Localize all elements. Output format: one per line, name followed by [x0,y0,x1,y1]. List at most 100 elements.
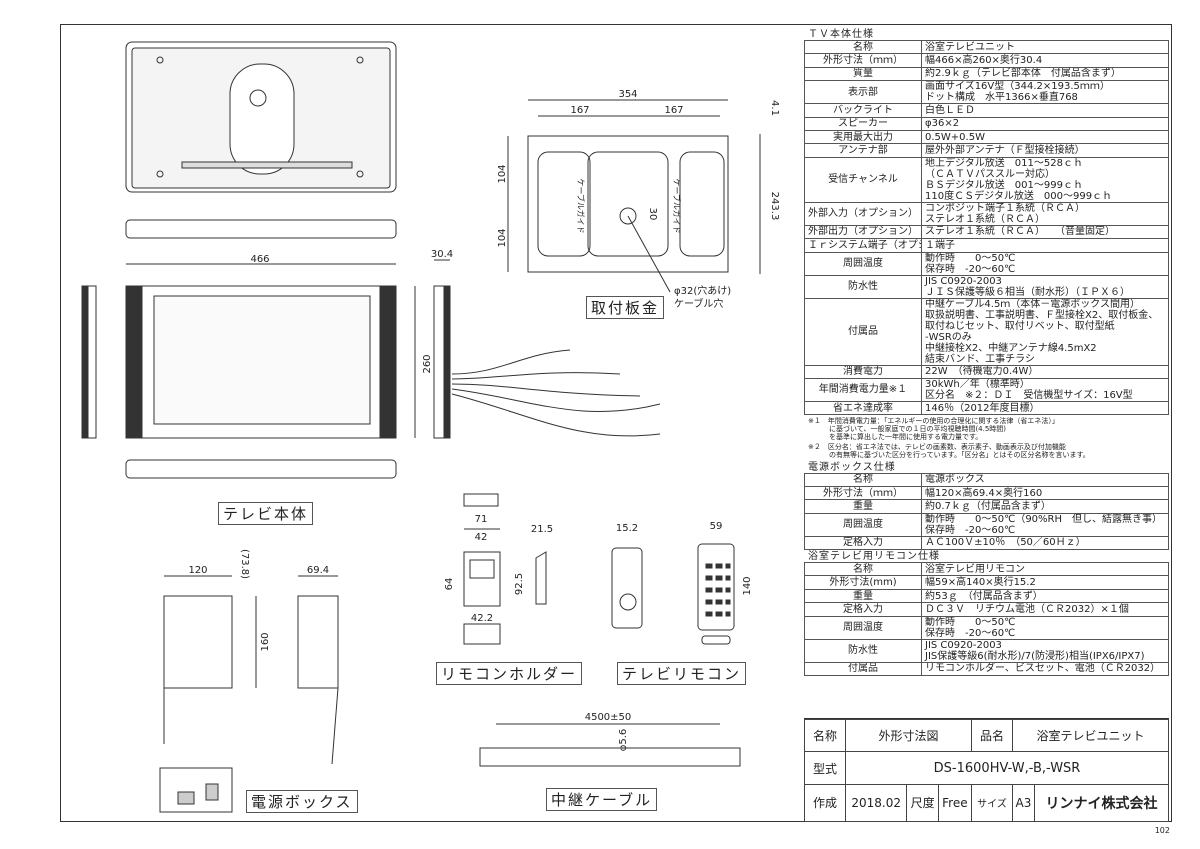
spec-value: 146％（2012年度目標） [921,400,1169,416]
label-remote-holder: リモコンホルダー [436,662,583,685]
spec-value: 屋外外部アンテナ（Ｆ型接栓接続） [921,143,1169,158]
spec-key: アンテナ部 [804,143,922,158]
table-row: 外部入力（オプション）コンポジット端子１系統（ＲＣＡ） ステレオ１系統（ＲＣＡ） [804,201,1169,226]
spec-key: 周囲温度 [804,251,922,276]
spec-key: 周囲温度 [804,512,922,537]
spec-value: 0.5W+0.5W [921,129,1169,145]
tv-spec-note-2: ※２ 区分名：省エネ法では、テレビの画素数、表示素子、動画表示及び付加機能 の有… [808,443,1090,460]
remote-side-view [611,547,643,629]
dim-holder-width: 71 [475,514,488,525]
psu-spec-title: 電源ボックス仕様 [808,461,896,473]
relay-cable-view [479,747,741,767]
holder-front-view [463,551,501,607]
spec-key: バックライト [804,103,922,118]
table-row: 周囲温度動作時 0～50℃（90%RH 但し、結露無き事） 保存時 -20～60… [804,512,1169,537]
spec-value: JIS C0920-2003 JIS保護等級6(耐水形)/7(防浸形)相当(IP… [921,638,1169,663]
remote-spec-title: 浴室テレビ用リモコン仕様 [808,551,940,563]
dim-cable-length: 4500±50 [585,712,632,723]
dim-tv-width: 466 [250,254,269,265]
dim-plate-a: 167 [570,105,589,116]
spec-key: 名称 [804,39,922,55]
holder-top-view [463,493,499,507]
table-row: 付属品リモコンホルダー、ビスセット、電池（ＣＲ2032） [804,661,1169,677]
tv-back-view [125,41,397,193]
spec-value: １端子 [921,238,1169,253]
title-made-value: 2018.02 [844,783,908,823]
title-product-label: 品名 [970,718,1013,753]
dim-cable-diameter: φ5.6 [618,729,629,752]
title-made-label: 作成 [804,783,846,823]
spec-value: 約2.9ｋｇ（テレビ部本体 付属品含まず） [921,66,1169,82]
spec-key: 実用最大出力 [804,129,922,145]
spec-key: 外形寸法（ｍｍ） [804,485,922,501]
dim-plate-height: 243.3 [769,192,780,221]
spec-value: 22W （待機電力0.4W） [921,364,1169,379]
table-row: 名称電源ボックス [804,472,1169,487]
table-row: 付属品中継ケーブル4.5ｍ（本体－電源ボックス間用） 取扱説明書、工事説明書、Ｆ… [804,297,1169,366]
spec-key: 付属品 [804,297,922,366]
plate-cable-guide-left: ケーブルガイド [576,178,586,233]
table-row: 外形寸法（ｍｍ）幅466×高260×奥行30.4 [804,53,1169,68]
table-row: 質量約2.9ｋｇ（テレビ部本体 付属品含まず） [804,66,1169,82]
spec-key: 外形寸法（ｍｍ） [804,53,922,68]
spec-value: 動作時 0～50℃（90%RH 但し、結露無き事） 保存時 -20～60℃ [921,512,1169,537]
spec-key: 外形寸法(mm) [804,575,922,590]
plate-front-view [527,135,729,273]
dim-remote-width: 59 [710,521,723,532]
dim-holder-height: 64 [444,578,455,591]
spec-value: ＤＣ３Ｖ リチウム電池（ＣＲ2032）×１個 [921,602,1169,617]
drawing-views: 466 260 30.4 354 167 167 104 104 243.3 4… [81,41,780,813]
spec-key: 重量 [804,588,922,604]
dim-remote-depth: 15.2 [616,523,638,534]
label-power-box: 電源ボックス [246,790,358,813]
spec-key: 外部入力（オプション） [804,201,922,226]
label-mounting-plate: 取付板金 [586,296,665,319]
spec-value: 動作時 0～50℃ 保存時 -20～60℃ [921,615,1169,640]
dim-plate-b: 167 [664,105,683,116]
title-name-label: 名称 [804,718,846,753]
title-product-value: 浴室テレビユニット [1011,718,1170,753]
spec-key: 表示部 [804,80,922,105]
dim-plate-hole-note: ケーブル穴 [674,297,723,310]
title-scale-label: 尺度 [906,783,939,823]
title-name-value: 外形寸法図 [845,718,972,753]
title-model-label: 型式 [804,751,846,785]
spec-value: 中継ケーブル4.5ｍ（本体－電源ボックス間用） 取扱説明書、工事説明書、Ｆ型接栓… [921,297,1169,366]
spec-key: 周囲温度 [804,615,922,640]
spec-value: 幅59×高140×奥行15.2 [921,575,1169,590]
table-row: アンテナ部屋外外部アンテナ（Ｆ型接栓接続） [804,143,1169,158]
spec-key: 外部出力（オプション） [804,224,922,240]
spec-key: 重量 [804,499,922,514]
dim-holder-side: 21.5 [531,524,553,535]
spec-value: ＡＣ100Ｖ±10％ （50／60Ｈｚ） [921,535,1169,551]
label-tv-remote: テレビリモコン [617,662,747,685]
spec-value: 動作時 0～50℃ 保存時 -20～60℃ [921,251,1169,276]
dim-holder-height2: 92.5 [514,573,525,595]
spec-key: Ｉｒシステム端子（オプション） [804,238,922,253]
spec-key: 受信チャンネル [804,156,922,203]
spec-value: 浴室テレビユニット [921,39,1169,55]
table-row: 外形寸法(mm)幅59×高140×奥行15.2 [804,575,1169,590]
tv-spec-title: ＴＶ本体仕様 [808,29,874,40]
holder-bottom-view [463,623,501,645]
table-row: 表示部画面サイズ16V型（344.2×193.5ｍｍ） ドット構成 水平1366… [804,80,1169,105]
dim-plate-hole: φ32(穴あけ) [674,284,731,297]
tv-spec-note-1: ※１ 年間消費電力量：「エネルギーの使用の合理化に関する法律（省エネ法）」 に基… [808,417,1059,442]
page-number: 102 [1154,826,1170,835]
spec-key: スピーカー [804,116,922,131]
spec-key: 年間消費電力量※１ [804,377,922,402]
remote-front-view [697,543,735,631]
label-tv-body: テレビ本体 [218,502,314,525]
spec-panel: ＴＶ本体仕様 名称浴室テレビユニット外形寸法（ｍｍ）幅466×高260×奥行30… [804,28,1169,677]
title-block: 名称 外形寸法図 品名 浴室テレビユニット 型式 DS-1600HV-W,-B,… [804,718,1170,823]
table-row: 受信チャンネル地上デジタル放送 011～528ｃｈ （ＣＡＴＶパススルー対応） … [804,156,1169,203]
spec-key: 名称 [804,562,922,577]
plate-cable-guide-right: ケーブルガイド [672,178,682,233]
